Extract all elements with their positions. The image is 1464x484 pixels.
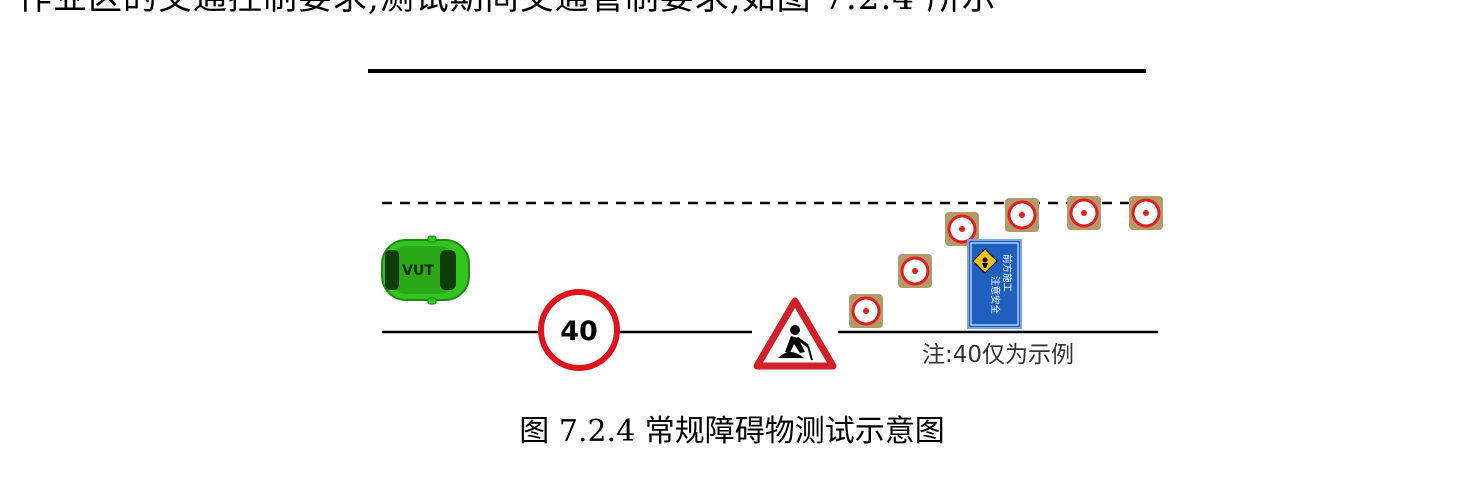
construction-guide-sign-icon: 前方施工 注意安全 bbox=[967, 239, 1022, 329]
traffic-cone-icon bbox=[849, 294, 883, 328]
traffic-cone-icon bbox=[1005, 198, 1039, 232]
traffic-cone-group bbox=[849, 196, 1163, 328]
car-icon: VUT bbox=[381, 235, 470, 305]
speed-limit-value: 40 bbox=[560, 316, 598, 347]
speed-limit-sign-icon: 40 bbox=[538, 289, 620, 371]
traffic-cone-icon bbox=[898, 254, 932, 288]
body-text-line: 作业区的交通控制要求,测试期间交通管制要求,如图 7.2.4 所示 bbox=[18, 0, 997, 18]
vehicle-label: VUT bbox=[402, 263, 434, 279]
roadwork-warning-sign-icon bbox=[752, 296, 838, 370]
traffic-cone-icon bbox=[1067, 196, 1101, 230]
figure-note: 注:40仅为示例 bbox=[922, 342, 1074, 368]
traffic-cone-icon bbox=[1129, 196, 1163, 230]
traffic-cone-icon bbox=[945, 212, 979, 246]
guide-sign-text-line2: 注意安全 bbox=[989, 276, 1001, 315]
guide-sign-text-line1: 前方施工 bbox=[1001, 254, 1013, 293]
figure-caption: 图 7.2.4 常规障碍物测试示意图 bbox=[519, 414, 945, 449]
